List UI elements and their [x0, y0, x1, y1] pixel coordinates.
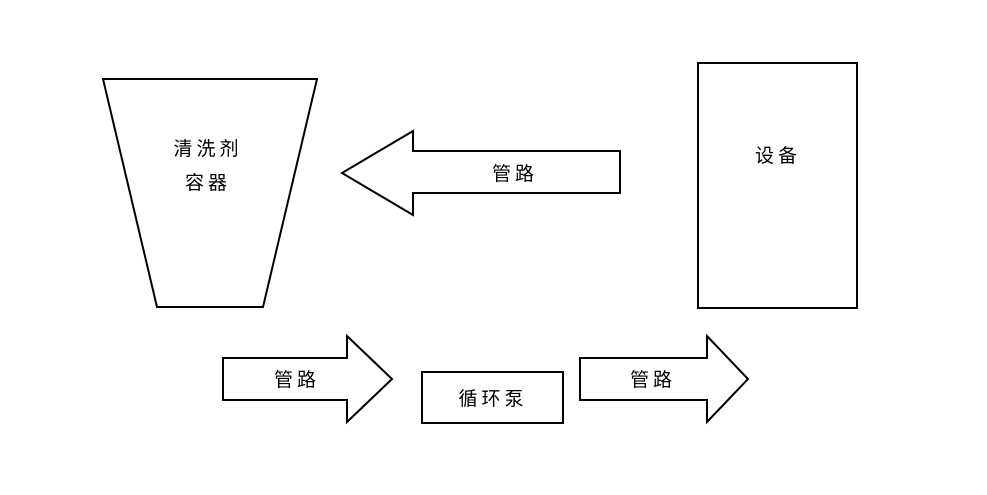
pipeline-arrow-left-shape [340, 129, 621, 217]
pipeline-arrow-bottom-left-label: 管路 [274, 369, 320, 391]
cleaning-agent-container-shape [101, 78, 319, 308]
pipeline-arrow-bottom-right-label: 管路 [630, 369, 676, 391]
pipeline-arrow-left-label: 管路 [492, 163, 538, 185]
circulation-pump-label: 循环泵 [458, 388, 527, 410]
equipment-label: 设备 [755, 145, 801, 167]
cleaning-agent-container-label-line2: 容器 [185, 172, 231, 194]
circulation-pump-shape [421, 371, 564, 424]
pipeline-arrow-bottom-left-shape [222, 333, 394, 425]
cleaning-agent-container-label-line1: 清洗剂 [173, 138, 242, 160]
pipeline-arrow-bottom-right-shape [579, 333, 750, 425]
equipment-shape [697, 62, 858, 309]
